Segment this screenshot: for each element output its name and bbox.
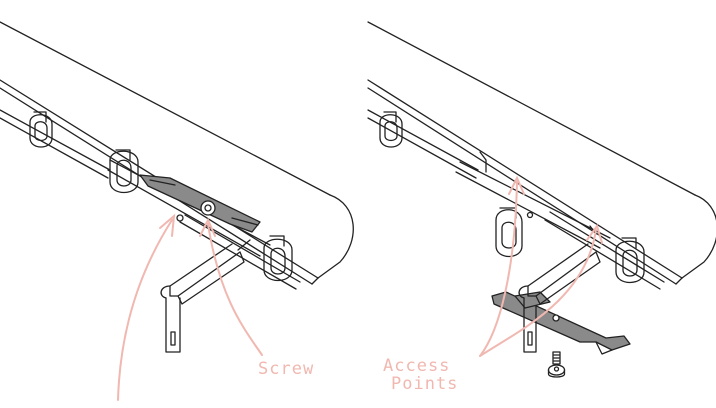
glider-hook-4 — [379, 111, 403, 148]
cover-plate-pointer — [117, 213, 176, 401]
removed-cover-plate — [491, 291, 631, 355]
wall-bracket-right — [518, 243, 601, 353]
access-points-label-line1: Access — [383, 356, 451, 376]
screw-label: Screw — [258, 359, 315, 379]
access-points-label: Access Points — [383, 357, 458, 393]
glider-hook-1 — [29, 111, 53, 148]
cover-plate — [139, 174, 261, 233]
screw-icon — [547, 351, 566, 378]
glider-hook-6 — [615, 237, 645, 284]
access-point-pointer-2 — [479, 223, 603, 357]
wall-bracket-left — [160, 239, 251, 353]
access-points-label-line2: Points — [391, 374, 459, 394]
glider-hook-5 — [495, 207, 523, 258]
glider-hook-3 — [263, 235, 293, 282]
right-rail-assembly — [367, 21, 716, 290]
glider-hook-2 — [109, 149, 139, 194]
screw-pointer — [199, 217, 263, 356]
access-point-pointer-1 — [479, 175, 525, 357]
left-rail-assembly — [0, 21, 354, 290]
